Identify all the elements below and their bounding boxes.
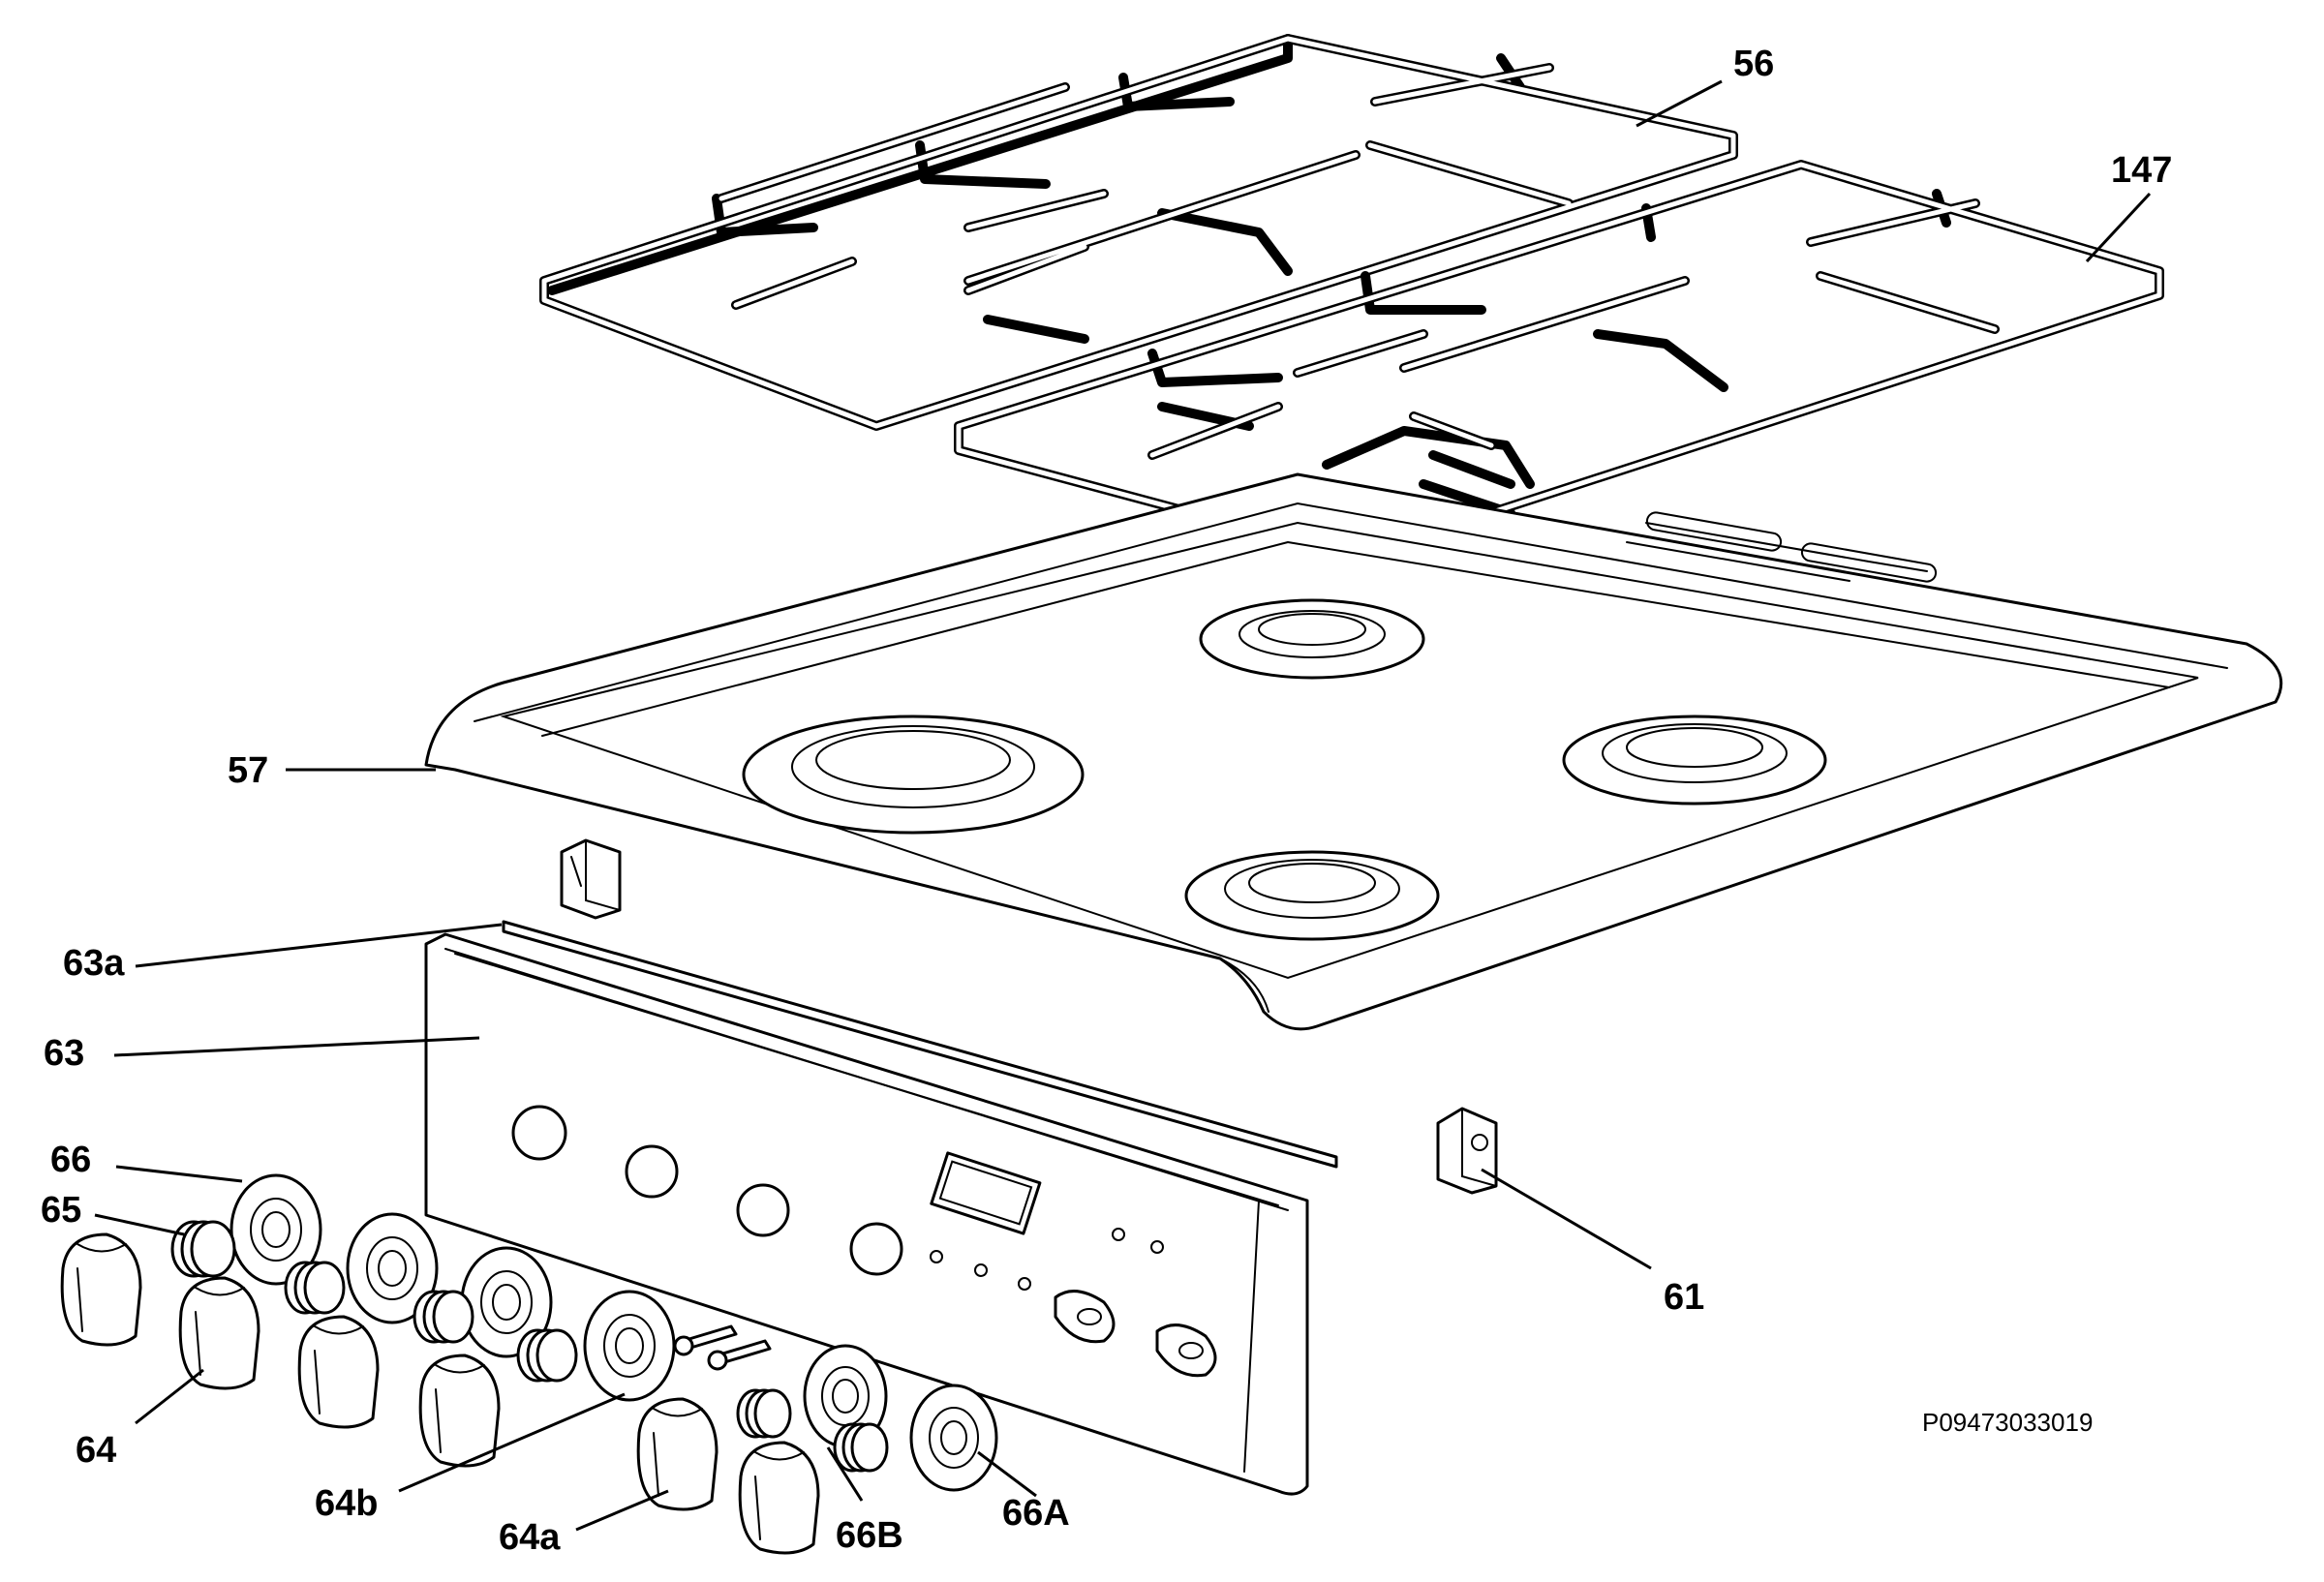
- leader-66B: [826, 1446, 864, 1502]
- leader-61: [1481, 1168, 1652, 1270]
- leader-63a: [135, 923, 503, 968]
- label-147: 147: [2111, 150, 2172, 191]
- pan-support-147: [954, 160, 2164, 562]
- part-labels: 56 147 57 63a 63 66 65 64 64b 64a 66B 66…: [41, 44, 2172, 1558]
- burner-rear: [1199, 598, 1425, 680]
- leader-64a: [575, 1489, 669, 1532]
- leader-66: [115, 1165, 243, 1183]
- label-66: 66: [50, 1140, 91, 1180]
- drawing-number: P09473033019: [1922, 1408, 2093, 1437]
- hob-top-57: [424, 472, 2283, 1031]
- burner-front: [1184, 850, 1440, 941]
- label-63a: 63a: [63, 943, 125, 984]
- pan-support-56: [539, 34, 1738, 431]
- fixing-clip-upper: [560, 838, 622, 920]
- label-65: 65: [41, 1190, 81, 1231]
- label-66B: 66B: [836, 1515, 903, 1556]
- label-63: 63: [44, 1033, 84, 1074]
- leader-lines: [94, 79, 2152, 1532]
- gasket-63a: [502, 920, 1338, 1169]
- leader-66A: [977, 1450, 1037, 1498]
- leader-147: [2085, 192, 2152, 263]
- leader-64: [135, 1368, 204, 1425]
- control-knobs-64: [60, 1232, 820, 1555]
- leader-63: [113, 1036, 480, 1057]
- label-57: 57: [228, 750, 268, 791]
- label-64: 64: [76, 1430, 116, 1471]
- label-61: 61: [1664, 1277, 1704, 1318]
- leader-64b: [398, 1392, 626, 1493]
- label-56: 56: [1733, 44, 1774, 84]
- burner-left-large: [742, 715, 1085, 835]
- leader-56: [1636, 79, 1723, 128]
- burner-right: [1562, 715, 1827, 806]
- leader-65: [94, 1213, 185, 1236]
- label-66A: 66A: [1002, 1493, 1070, 1534]
- knob-bezels-66: [229, 1173, 998, 1492]
- fixing-clip-61: [1436, 1107, 1498, 1195]
- label-64b: 64b: [315, 1483, 378, 1524]
- label-64a: 64a: [499, 1517, 561, 1558]
- control-panel-63: [424, 932, 1309, 1496]
- screws: [673, 1324, 772, 1371]
